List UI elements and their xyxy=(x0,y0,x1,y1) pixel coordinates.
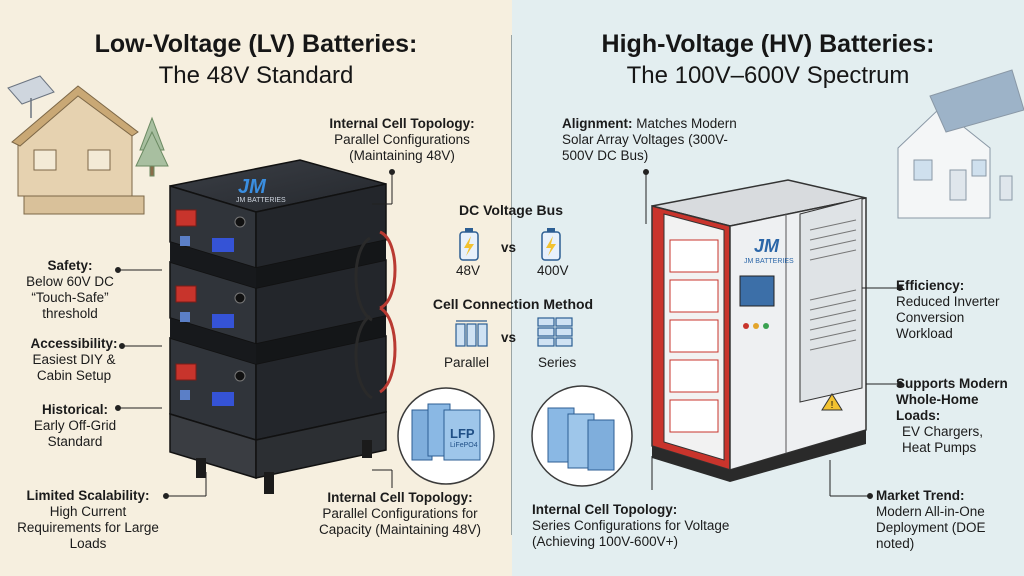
hv-voltage-label: 400V xyxy=(537,263,569,278)
cabin-icon xyxy=(11,85,145,215)
lv-safety-callout: Safety: Below 60V DC “Touch-Safe” thresh… xyxy=(20,258,120,322)
tree-icon xyxy=(135,116,169,177)
lv-voltage-label: 48V xyxy=(456,263,481,278)
vs-label: vs xyxy=(501,330,517,345)
lv-brand-subtext: JM BATTERIES xyxy=(236,197,286,204)
callout-body: Parallel Configurations for Capacity (Ma… xyxy=(318,506,482,537)
callout-heading: Alignment: xyxy=(562,116,633,131)
lv-cell-closeup xyxy=(397,387,495,485)
parallel-cells-icon xyxy=(455,320,488,347)
lv-topology-top-callout: Internal Cell Topology: Parallel Configu… xyxy=(312,116,492,164)
house-icon xyxy=(897,69,1024,219)
callout-body: Parallel Configurations (Maintaining 48V… xyxy=(334,132,470,163)
center-divider xyxy=(511,35,512,535)
lfp-cell-label: LFP xyxy=(450,426,475,441)
callout-heading: Internal Cell Topology: xyxy=(532,502,678,517)
hv-efficiency-callout: Efficiency: Reduced Inverter Conversion … xyxy=(896,278,1006,342)
hv-brand-subtext: JM BATTERIES xyxy=(744,258,794,265)
callout-body: Solar Array Voltages (300V-500V DC Bus) xyxy=(562,132,728,163)
callout-body: Easiest DIY & Cabin Setup xyxy=(32,352,116,383)
hv-battery-icon xyxy=(541,228,561,261)
hv-topology-callout: Internal Cell Topology: Series Configura… xyxy=(532,502,772,550)
lv-battery-icon xyxy=(459,228,479,261)
callout-body: High Current Requirements for Large Load… xyxy=(17,504,159,551)
svg-text:!: ! xyxy=(831,400,834,411)
callout-body: Modern All-in-One Deployment (DOE noted) xyxy=(876,504,986,551)
callout-heading: Supports Modern Whole-Home Loads: xyxy=(896,376,1008,423)
hv-cabinet: ! xyxy=(651,179,867,482)
cell-connection-heading: Cell Connection Method xyxy=(432,296,594,312)
lv-subtitle: The 48V Standard xyxy=(158,62,354,89)
callout-heading: Efficiency: xyxy=(896,278,965,293)
lv-historical-callout: Historical: Early Off-Grid Standard xyxy=(28,402,122,450)
hv-supports-callout: Supports Modern Whole-Home Loads: EV Cha… xyxy=(896,376,1020,456)
dc-bus-heading: DC Voltage Bus xyxy=(459,202,563,218)
callout-heading: Safety: xyxy=(47,258,93,273)
callout-body: Series Configurations for Voltage (Achie… xyxy=(532,518,730,549)
ev-charger-icon xyxy=(999,175,1013,201)
hv-subtitle: The 100V–600V Spectrum xyxy=(626,62,910,89)
callout-heading: Internal Cell Topology: xyxy=(327,490,473,505)
vs-label: vs xyxy=(501,240,517,255)
callout-body: EV Chargers, Heat Pumps xyxy=(902,424,984,455)
lv-battery-stack xyxy=(169,159,397,494)
callout-heading: Market Trend: xyxy=(876,488,965,503)
lfp-cell-sublabel: LiFePO4 xyxy=(450,442,478,449)
lv-topology-bottom-callout: Internal Cell Topology: Parallel Configu… xyxy=(300,490,500,538)
parallel-label: Parallel xyxy=(444,355,490,370)
callout-heading: Internal Cell Topology: xyxy=(329,116,475,131)
hv-brand-logo: JM xyxy=(754,236,780,256)
series-label: Series xyxy=(538,355,577,370)
callout-heading: Limited Scalability: xyxy=(26,488,150,503)
lv-accessibility-callout: Accessibility: Easiest DIY & Cabin Setup xyxy=(22,336,126,384)
lv-scalability-callout: Limited Scalability: High Current Requir… xyxy=(10,488,166,552)
callout-heading: Historical: xyxy=(41,402,109,417)
callout-body-inline: Matches Modern xyxy=(636,116,737,131)
callout-heading: Accessibility: xyxy=(30,336,118,351)
lv-brand-logo: JM xyxy=(238,176,266,198)
series-cells-icon xyxy=(537,317,573,347)
lv-title: Low-Voltage (LV) Batteries: xyxy=(94,30,418,58)
callout-body: Below 60V DC “Touch-Safe” threshold xyxy=(26,274,114,321)
hv-cell-closeup xyxy=(531,385,633,487)
hv-alignment-callout: Alignment: Matches Modern Solar Array Vo… xyxy=(562,116,772,164)
callout-body: Reduced Inverter Conversion Workload xyxy=(896,294,1000,341)
callout-body: Early Off-Grid Standard xyxy=(33,418,117,449)
solar-panel-icon xyxy=(7,75,55,118)
hv-market-callout: Market Trend: Modern All-in-One Deployme… xyxy=(876,488,996,552)
hv-title: High-Voltage (HV) Batteries: xyxy=(601,30,935,58)
